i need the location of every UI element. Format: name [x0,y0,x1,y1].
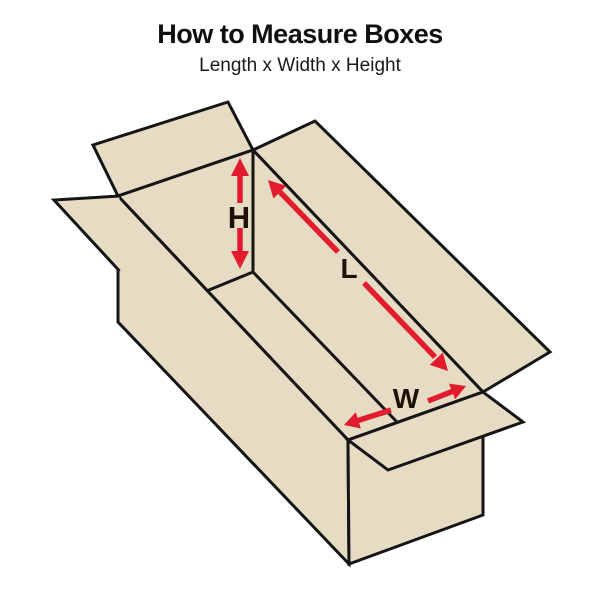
length-arrow [268,180,448,371]
page-title: How to Measure Boxes [157,19,443,49]
length-arrow-lower-shaft [362,281,437,359]
width-arrow-right-head [449,383,466,400]
length-arrow-upper-head [268,180,287,199]
width-label: W [393,383,420,414]
height-arrow-down-head [231,251,249,269]
left-side-flap [50,194,121,273]
height-arrow [231,158,249,269]
header: How to Measure Boxes Length x Width x He… [0,19,600,77]
front-right-flap [344,390,527,472]
length-label: L [340,253,357,284]
length-arrow-lower-head [429,352,448,371]
height-arrow-up-head [231,158,249,176]
width-arrow-right-shaft [426,388,455,404]
interior-crease-lines [207,149,398,423]
width-arrow-left-shaft [357,407,392,424]
width-arrow [344,383,466,429]
height-label: H [228,200,250,235]
page-subtitle: Length x Width x Height [199,54,401,76]
length-arrow-upper-shaft [278,190,340,254]
width-arrow-left-head [344,412,361,429]
